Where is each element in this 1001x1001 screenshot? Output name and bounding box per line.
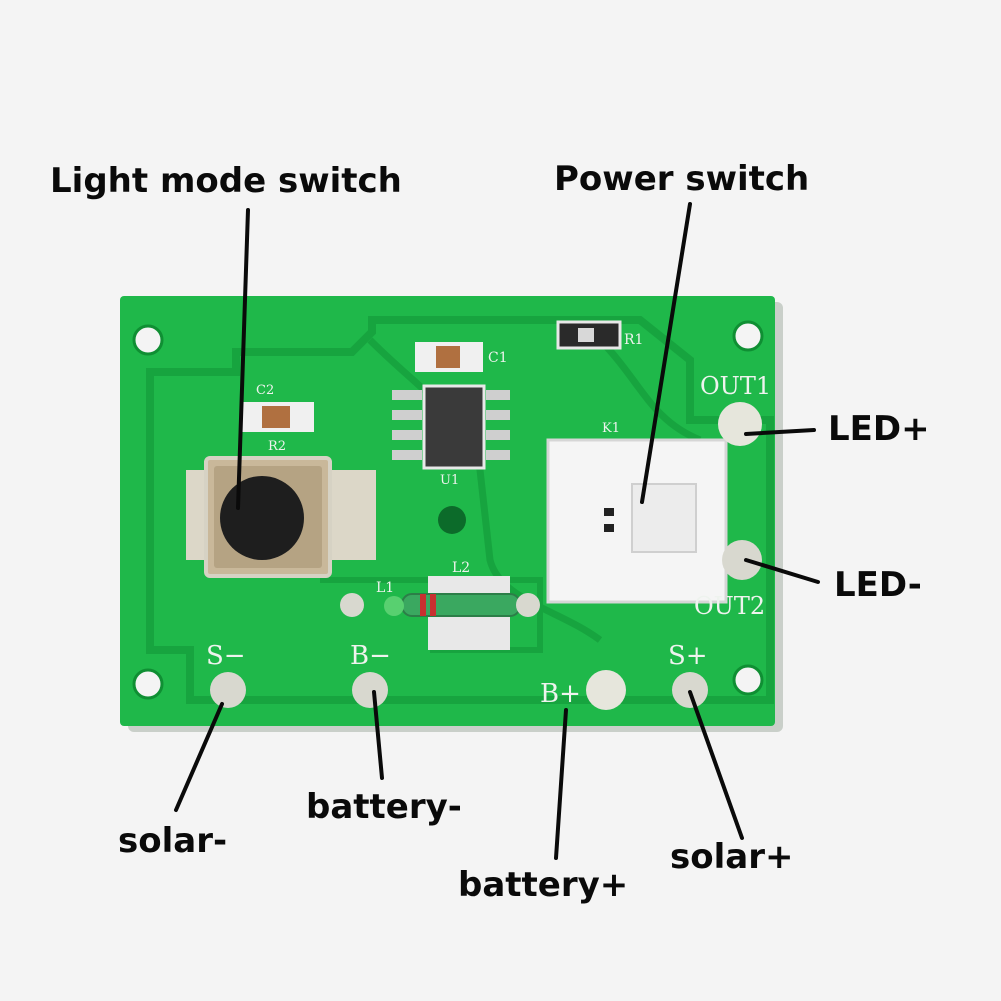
b-minus-pad (352, 672, 388, 708)
mounting-hole (132, 324, 164, 356)
copper-trace (597, 337, 702, 444)
mounting-hole (732, 664, 764, 696)
mounting-hole (732, 320, 764, 352)
solder-joint (516, 593, 540, 617)
callout-led-plus: LED+ (828, 409, 930, 449)
b-plus-pad (586, 670, 626, 710)
svg-text:U1: U1 (440, 473, 459, 488)
mounting-hole (132, 668, 164, 700)
silk-s-minus: S− (206, 641, 246, 671)
led-l1 (384, 596, 404, 616)
svg-text:C2: C2 (256, 383, 274, 398)
svg-text:OUT2: OUT2 (694, 592, 765, 620)
svg-text:K1: K1 (602, 421, 620, 436)
leader-light-mode-switch (236, 208, 250, 510)
inductor-l2 (401, 593, 521, 617)
leader-solar-plus (688, 690, 744, 840)
leader-battery-minus (372, 690, 384, 780)
silk-b-plus: B+ (540, 679, 581, 709)
callout-solar-minus: solar- (118, 821, 228, 861)
callout-power-switch: Power switch (554, 159, 810, 199)
leader-power-switch (640, 202, 692, 504)
leader-solar-minus (174, 702, 224, 812)
out1-pad (718, 402, 762, 446)
svg-text:L1: L1 (376, 580, 394, 596)
leader-led-minus (744, 558, 820, 584)
solder-joint (340, 593, 364, 617)
tactile-switch-knob (220, 476, 304, 560)
chip-u1 (422, 384, 486, 470)
svg-text:OUT1: OUT1 (700, 372, 771, 400)
svg-text:R1: R1 (624, 332, 643, 348)
callout-battery-minus: battery- (306, 787, 462, 827)
silk-s-plus: S+ (668, 641, 708, 671)
callout-solar-plus: solar+ (670, 837, 794, 877)
out2-pad (722, 540, 762, 580)
svg-text:R2: R2 (268, 439, 286, 454)
callout-led-minus: LED- (834, 565, 922, 605)
svg-text:C1: C1 (488, 350, 508, 366)
callout-battery-plus: battery+ (458, 865, 629, 905)
via-pad (438, 506, 466, 534)
svg-text:L2: L2 (452, 560, 470, 576)
copper-trace (367, 337, 603, 643)
silk-b-minus: B− (350, 641, 391, 671)
copper-trace-outline (146, 316, 774, 704)
leader-battery-plus (554, 708, 568, 860)
callout-light-mode-switch: Light mode switch (50, 161, 402, 201)
s-minus-pad (210, 672, 246, 708)
leader-led-plus (744, 428, 816, 436)
